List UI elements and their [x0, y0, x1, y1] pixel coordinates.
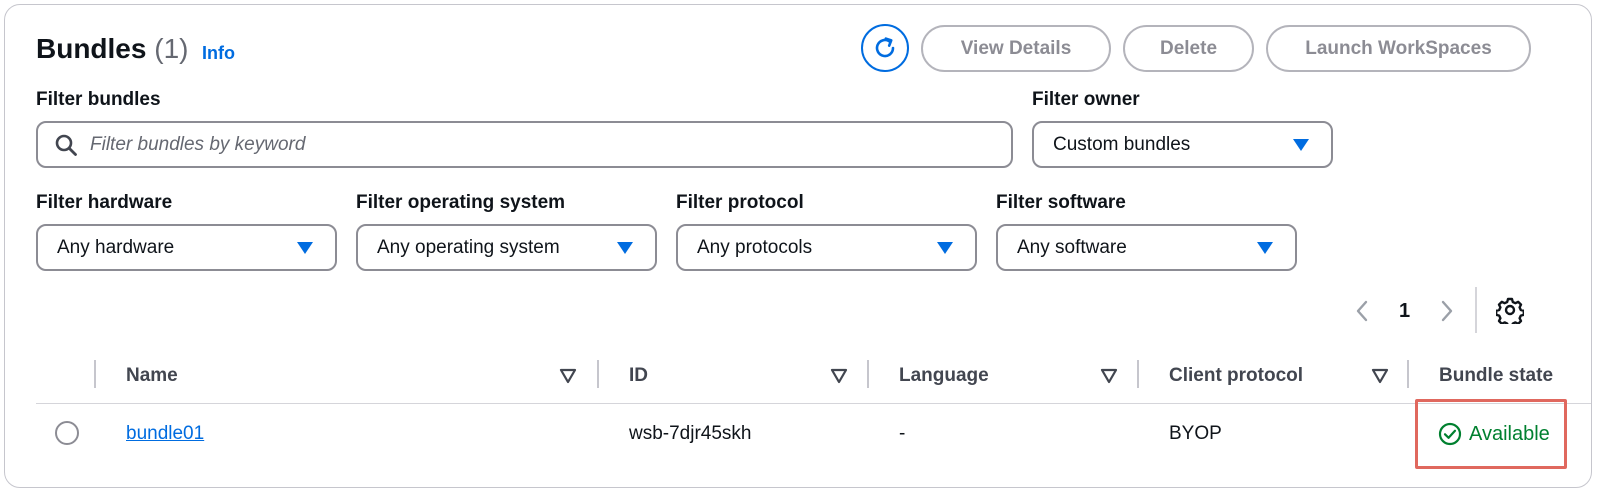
refresh-button[interactable] — [861, 24, 909, 72]
bundle-count: (1) — [154, 33, 189, 64]
filter-owner-select[interactable]: Custom bundles — [1032, 121, 1333, 168]
filter-os-label: Filter operating system — [356, 192, 566, 213]
delete-button[interactable]: Delete — [1123, 25, 1254, 72]
sort-down-icon[interactable] — [1100, 367, 1118, 385]
refresh-icon — [875, 37, 895, 58]
filter-protocol-select[interactable]: Any protocols — [676, 224, 977, 271]
sort-down-icon[interactable] — [830, 367, 848, 385]
column-header-bundle-state[interactable]: Bundle state — [1439, 365, 1554, 386]
column-divider[interactable] — [1407, 360, 1409, 388]
column-divider — [94, 360, 96, 388]
pagination-divider — [1475, 287, 1477, 333]
page-number[interactable]: 1 — [1399, 300, 1411, 322]
page-title: Bundles (1) — [36, 33, 188, 65]
sort-down-icon[interactable] — [559, 367, 577, 385]
row-select-radio[interactable] — [55, 421, 79, 445]
caret-down-icon — [617, 241, 633, 254]
bundle-name-link[interactable]: bundle01 — [126, 423, 205, 444]
filter-software-label: Filter software — [996, 192, 1126, 213]
title-text: Bundles — [36, 33, 147, 64]
chevron-left-icon — [1356, 300, 1368, 322]
check-circle-icon — [1438, 422, 1462, 446]
status-badge: Available — [1438, 422, 1550, 446]
info-link[interactable]: Info — [202, 43, 235, 63]
bundle-id: wsb-7djr45skh — [629, 423, 752, 444]
filter-bundles-search[interactable] — [36, 121, 1013, 168]
caret-down-icon — [937, 241, 953, 254]
highlight-box — [1415, 399, 1567, 469]
filter-os-select[interactable]: Any operating system — [356, 224, 657, 271]
filter-hardware-select[interactable]: Any hardware — [36, 224, 337, 271]
column-divider[interactable] — [867, 360, 869, 388]
search-icon — [55, 134, 77, 156]
header-row-divider — [36, 403, 1591, 404]
filter-protocol-label: Filter protocol — [676, 192, 804, 213]
filter-hardware-value: Any hardware — [57, 236, 175, 258]
view-details-button[interactable]: View Details — [921, 25, 1111, 72]
chevron-right-icon — [1441, 300, 1453, 322]
column-divider[interactable] — [1137, 360, 1139, 388]
column-header-name[interactable]: Name — [126, 365, 178, 386]
table-settings-button[interactable] — [1495, 295, 1525, 325]
column-header-language[interactable]: Language — [899, 365, 989, 386]
next-page-button[interactable] — [1437, 298, 1457, 324]
bundle-client-protocol: BYOP — [1169, 423, 1222, 444]
status-text: Available — [1469, 422, 1550, 445]
bundles-panel: Bundles (1) Info View Details Delete Lau… — [4, 4, 1592, 488]
column-divider[interactable] — [597, 360, 599, 388]
caret-down-icon — [1257, 241, 1273, 254]
previous-page-button[interactable] — [1352, 298, 1372, 324]
filter-os-value: Any operating system — [377, 236, 560, 258]
filter-owner-label: Filter owner — [1032, 89, 1140, 110]
caret-down-icon — [297, 241, 313, 254]
filter-protocol-value: Any protocols — [697, 236, 813, 258]
filter-software-select[interactable]: Any software — [996, 224, 1297, 271]
launch-workspaces-button[interactable]: Launch WorkSpaces — [1266, 25, 1531, 72]
column-header-id[interactable]: ID — [629, 365, 648, 386]
filter-software-value: Any software — [1017, 236, 1127, 258]
gear-icon — [1496, 297, 1524, 324]
filter-bundles-label: Filter bundles — [36, 89, 161, 110]
caret-down-icon — [1293, 138, 1309, 151]
filter-hardware-label: Filter hardware — [36, 192, 173, 213]
bundle-language: - — [899, 423, 906, 444]
filter-bundles-input[interactable] — [90, 133, 970, 156]
sort-down-icon[interactable] — [1371, 367, 1389, 385]
filter-owner-value: Custom bundles — [1053, 133, 1191, 155]
column-header-client-protocol[interactable]: Client protocol — [1169, 365, 1304, 386]
